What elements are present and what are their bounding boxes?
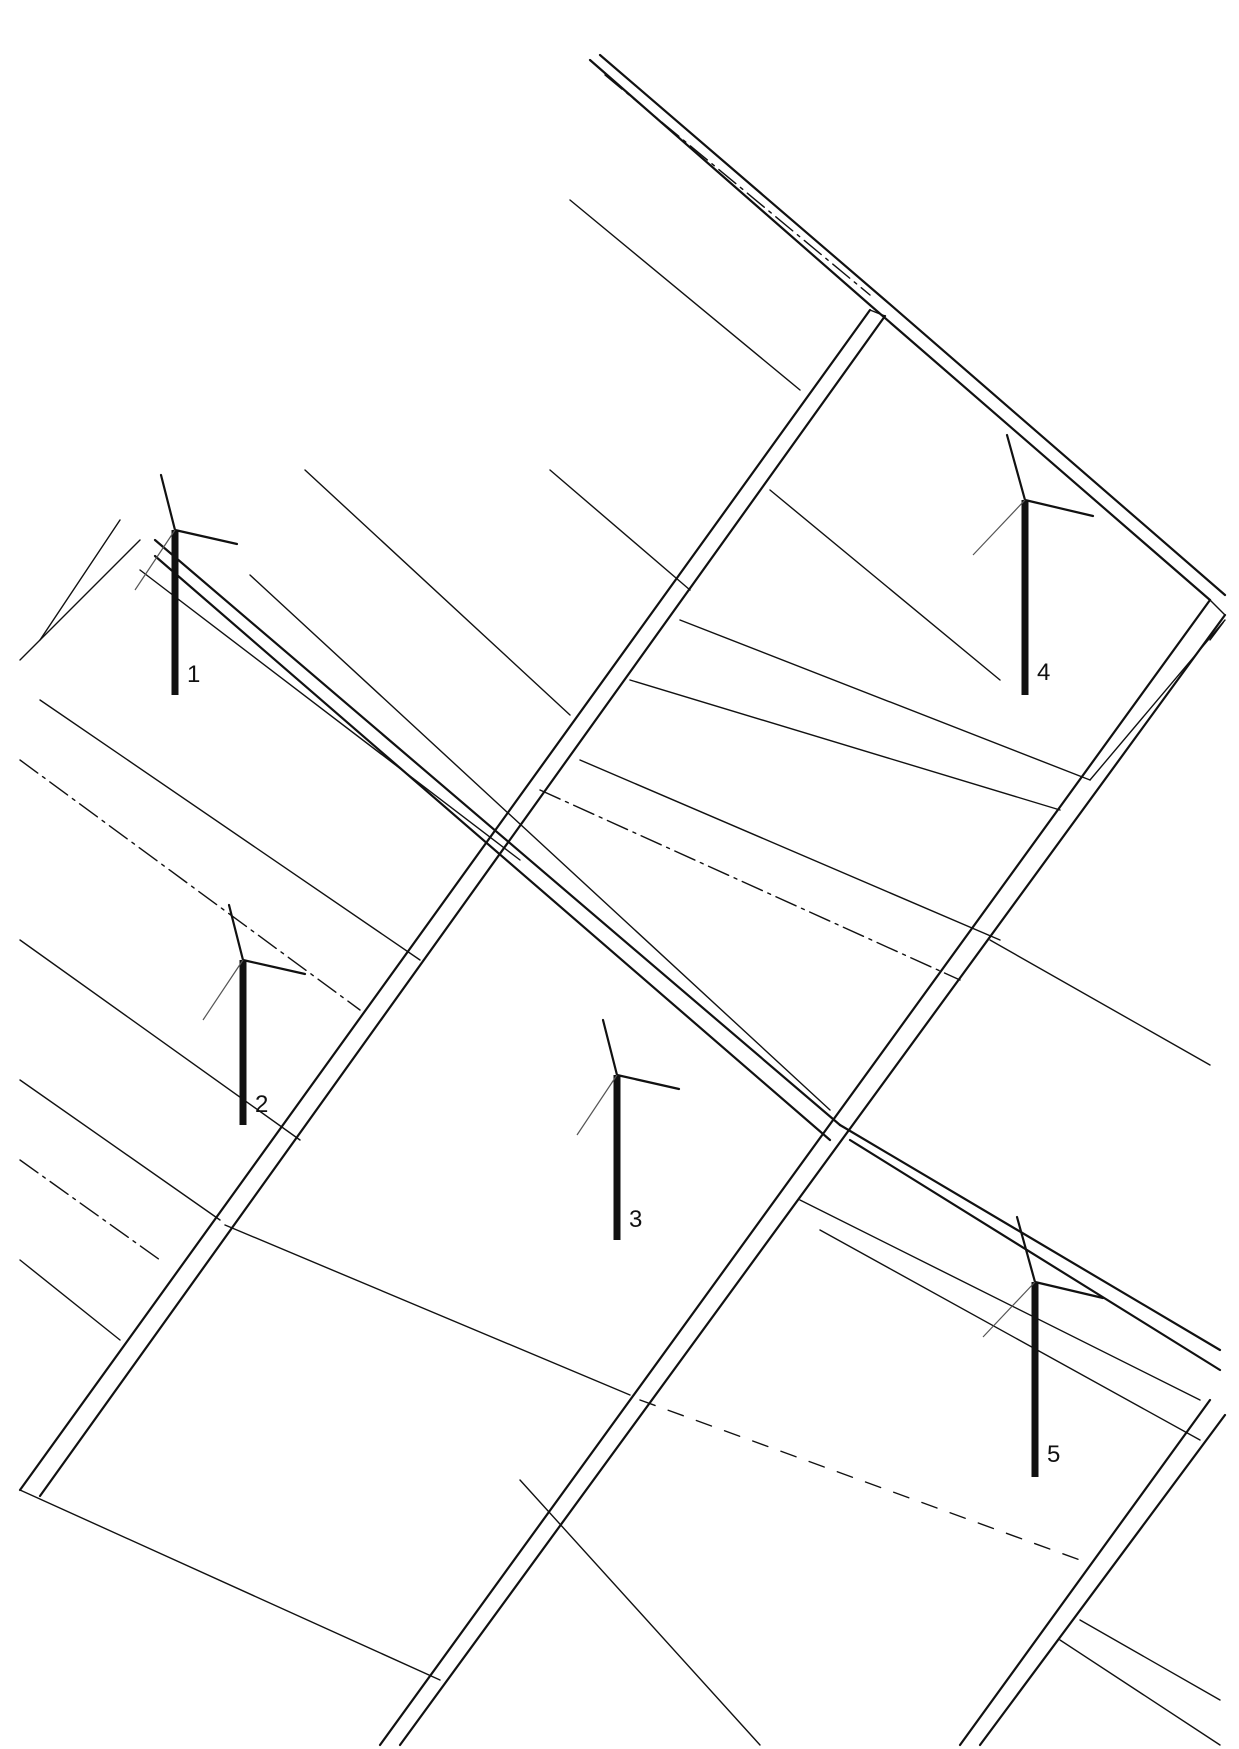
turbine-label-4: 4	[1037, 659, 1050, 686]
wind-turbine-3: 3	[576, 1018, 681, 1240]
turbine-label-1: 1	[187, 661, 200, 688]
wind-turbine-2: 2	[202, 903, 307, 1125]
road-right-edge	[958, 1398, 1227, 1747]
road-diagonal	[153, 538, 1222, 1372]
road-main-center	[378, 598, 1227, 1747]
wind-turbine-4: 4	[972, 433, 1095, 695]
wind-turbine-5: 5	[982, 1215, 1105, 1477]
road-main-left	[18, 308, 887, 1498]
parcel-boundaries	[19, 199, 1226, 1746]
road-top-right	[588, 53, 1227, 602]
turbine-label-2: 2	[255, 1091, 268, 1118]
turbine-label-3: 3	[629, 1206, 642, 1233]
wind-turbine-1: 1	[134, 473, 239, 695]
turbine-label-5: 5	[1047, 1441, 1060, 1468]
